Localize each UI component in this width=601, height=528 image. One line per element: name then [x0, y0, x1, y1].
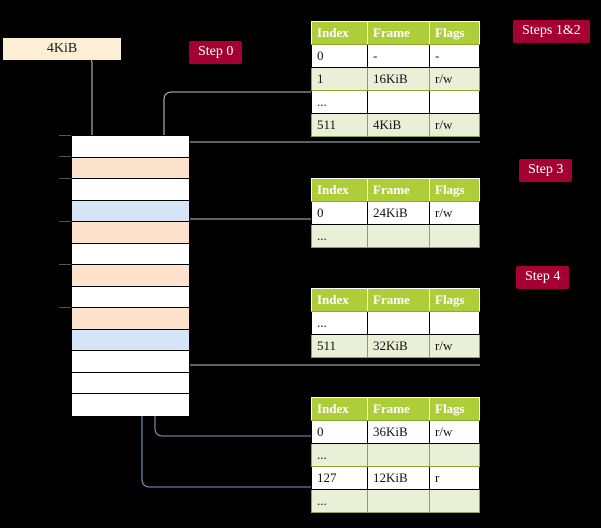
memory-tick [59, 135, 71, 136]
cell-flags [429, 489, 480, 513]
table-row[interactable]: ... [311, 90, 480, 114]
column-header-flags: Flags [429, 288, 480, 312]
memory-tick [59, 264, 71, 265]
memory-row [72, 265, 189, 287]
cell-frame: 32KiB [367, 334, 430, 358]
physical-memory-column [71, 135, 190, 416]
table-header-row: Index Frame Flags [311, 21, 480, 45]
memory-row [72, 351, 189, 373]
cell-index: 0 [311, 44, 368, 68]
cell-frame [367, 489, 430, 513]
table-header-row: Index Frame Flags [311, 288, 480, 312]
column-header-frame: Frame [367, 288, 430, 312]
wire-memory-to-step12-511 [173, 141, 480, 155]
table-row[interactable]: ... [311, 443, 480, 467]
table-row[interactable]: ... [311, 311, 480, 335]
cell-flags [429, 90, 480, 114]
cell-index: ... [311, 224, 368, 248]
column-header-frame: Frame [367, 21, 430, 45]
cell-flags: r [429, 466, 480, 490]
cell-index: 511 [311, 113, 368, 137]
badge-step-3: Step 3 [519, 159, 573, 182]
cell-flags: - [429, 44, 480, 68]
memory-row [72, 394, 189, 416]
table-header-row: Index Frame Flags [311, 178, 480, 202]
cell-flags: r/w [429, 334, 480, 358]
memory-row [72, 200, 189, 223]
cell-index: ... [311, 489, 368, 513]
table-row[interactable]: ... [311, 224, 480, 248]
table-row[interactable]: 511 32KiB r/w [311, 334, 480, 358]
cell-index: 1 [311, 67, 368, 91]
cell-index: ... [311, 311, 368, 335]
cell-flags [429, 311, 480, 335]
table-row[interactable]: 511 4KiB r/w [311, 113, 480, 137]
page-table-steps-1-2: Index Frame Flags 0 - - 1 16KiB r/w ... [311, 21, 480, 137]
table-row[interactable]: ... [311, 489, 480, 513]
cell-flags: r/w [429, 420, 480, 444]
column-header-index: Index [311, 178, 368, 202]
memory-row [72, 243, 189, 266]
cell-flags [429, 224, 480, 248]
column-header-frame: Frame [367, 178, 430, 202]
cell-frame [367, 443, 430, 467]
table-row[interactable]: 0 36KiB r/w [311, 420, 480, 444]
column-header-index: Index [311, 21, 368, 45]
page-table-step-3: Index Frame Flags 0 24KiB r/w ... [311, 178, 480, 248]
memory-tick [59, 156, 71, 157]
column-header-flags: Flags [429, 21, 480, 45]
cell-frame [367, 311, 430, 335]
column-header-index: Index [311, 397, 368, 421]
cell-index: ... [311, 443, 368, 467]
cell-flags: r/w [429, 67, 480, 91]
cell-frame: 36KiB [367, 420, 430, 444]
memory-tick [59, 221, 71, 222]
table-row[interactable]: 1 16KiB r/w [311, 67, 480, 91]
cell-index: 511 [311, 334, 368, 358]
memory-tick [59, 307, 71, 308]
memory-tick [59, 178, 71, 179]
memory-row [72, 136, 189, 158]
page-table-step-4: Index Frame Flags ... 511 32KiB r/w [311, 288, 480, 358]
memory-row [72, 372, 189, 395]
cell-flags [429, 443, 480, 467]
cell-frame: 24KiB [367, 201, 430, 225]
cell-flags: r/w [429, 201, 480, 225]
badge-step-4: Step 4 [516, 266, 570, 289]
table-header-row: Index Frame Flags [311, 397, 480, 421]
column-header-index: Index [311, 288, 368, 312]
memory-row [72, 308, 189, 330]
table-row[interactable]: 0 - - [311, 44, 480, 68]
badge-steps-1-2: Steps 1&2 [513, 20, 590, 43]
memory-row [72, 222, 189, 244]
badge-step-0: Step 0 [189, 41, 243, 64]
frame-size-label: 4KiB [3, 38, 121, 60]
column-header-flags: Flags [429, 178, 480, 202]
cell-index: ... [311, 90, 368, 114]
table-row[interactable]: 127 12KiB r [311, 466, 480, 490]
cell-flags: r/w [429, 113, 480, 137]
cell-frame [367, 90, 430, 114]
cell-index: 127 [311, 466, 368, 490]
memory-row [72, 179, 189, 201]
cell-frame: 16KiB [367, 67, 430, 91]
memory-row [72, 286, 189, 309]
cell-frame: 4KiB [367, 113, 430, 137]
cell-frame: 12KiB [367, 466, 430, 490]
memory-row [72, 329, 189, 352]
column-header-flags: Flags [429, 397, 480, 421]
cell-frame [367, 224, 430, 248]
table-row[interactable]: 0 24KiB r/w [311, 201, 480, 225]
cell-index: 0 [311, 420, 368, 444]
cell-frame: - [367, 44, 430, 68]
column-header-frame: Frame [367, 397, 430, 421]
cell-index: 0 [311, 201, 368, 225]
page-table-final: Index Frame Flags 0 36KiB r/w ... 127 12… [311, 397, 480, 513]
memory-row [72, 157, 189, 180]
